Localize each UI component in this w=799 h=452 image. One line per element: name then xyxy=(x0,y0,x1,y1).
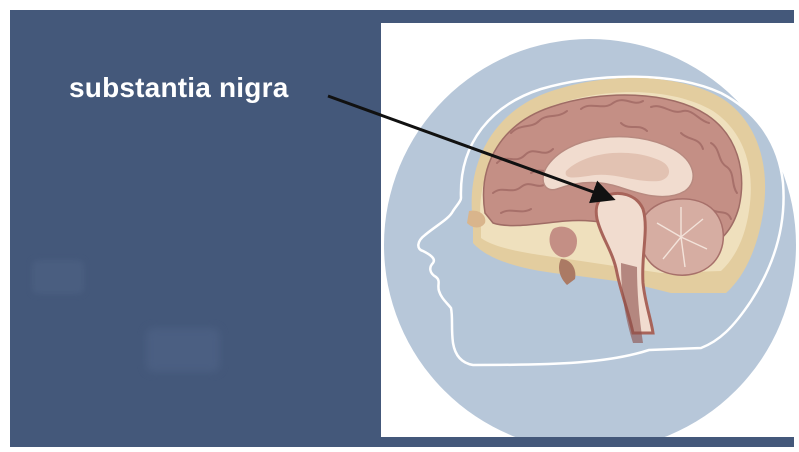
arrow-pointer-icon xyxy=(328,96,610,198)
